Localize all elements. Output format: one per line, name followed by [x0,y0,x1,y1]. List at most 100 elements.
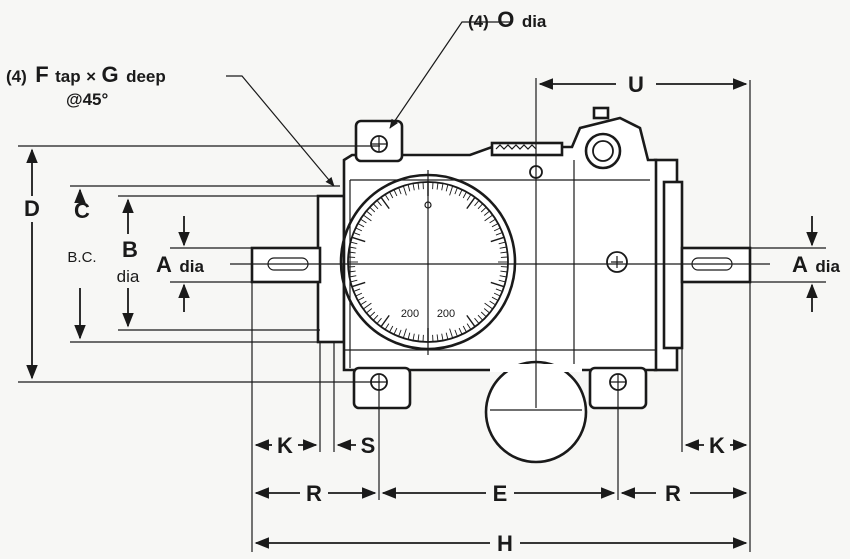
gearbox-housing [316,106,684,410]
dial-tick [412,183,415,191]
dial-tick [495,232,503,236]
dimension-lines [26,78,818,549]
dial-tick [372,314,379,321]
dial-tick [474,200,480,207]
callout-o-letter: O [497,7,514,32]
gear-rack [490,141,564,157]
right-shaft-body [680,246,752,284]
labels: (4) O dia (4) F tap × G deep @45° D C B.… [6,7,840,556]
left-shaft-body [250,246,322,284]
extension-lines [18,78,826,552]
dial-tick [483,210,490,216]
dial-tick [412,333,415,341]
dial-tick [357,223,365,228]
dial-tick [357,296,365,301]
dial-tick [348,251,356,254]
left-shaft [250,246,322,284]
dial-tick [454,187,458,195]
dim-label-d: D [24,196,40,221]
dial-tick [417,334,420,342]
dial-tick [380,314,390,328]
bolt-holes [370,135,628,391]
dim-label-k-right: K [709,433,725,458]
dim-label-s: S [361,433,376,458]
callout-f-letter: F [35,62,48,87]
dial-tick [355,227,363,232]
dial-tick [462,191,467,199]
dial-tick [384,323,390,330]
dim-label-a-right-letter: A [792,252,808,277]
dial-tick [477,203,484,210]
callout-f-angle: @45° [66,90,108,109]
dial-tick [449,185,454,196]
callout-f-suffix: deep [126,67,166,86]
dial-tick [466,323,472,330]
dial-tick [363,214,372,222]
dial-tick [498,241,506,245]
dial-tick [398,187,402,195]
dial-tick [369,311,376,318]
housing-body [342,116,658,372]
callout-o-qty: (4) [468,12,489,31]
dial-tick [490,236,505,243]
callout-o-dia: (4) O dia [468,7,547,32]
dial-tick [484,214,493,222]
dial-tick [483,308,490,314]
dim-label-b: B [122,237,138,262]
dial-tick [477,314,484,321]
dial-tick [351,281,366,288]
dial-tick [458,189,463,197]
dial-tick [499,246,507,249]
dial-tick [491,296,499,301]
dial-tick [393,327,398,335]
dial-tick [466,194,472,201]
dial-tick [389,191,394,199]
dial-tick [360,218,367,224]
dial-tick [350,279,358,283]
dial-tick [490,281,505,288]
dial-tick [348,270,356,273]
callout-f-times: × [86,67,96,86]
dim-label-a-right: A dia [792,252,840,277]
leader-lines [226,21,510,187]
dim-label-a-left-dia: dia [179,257,204,276]
dial-tick [407,332,411,340]
top-boss [584,132,622,170]
dial-tick [445,184,449,192]
dial-tick [402,185,407,196]
callout-f-letter2: G [101,62,118,87]
dial-tick [372,203,379,210]
dim-label-e: E [493,481,508,506]
dial-tick [380,196,390,210]
dial-tick [402,328,407,339]
dial-tick [417,182,420,190]
callout-o-suffix: dia [522,12,547,31]
dial-tick [474,317,480,324]
dial-tick [500,251,508,254]
dial-tick [458,327,463,335]
callout-f-tap: (4) F tap × G deep [6,62,166,87]
bottom-left-ear [352,366,412,410]
dial-tick [466,314,476,328]
dial-tick [466,196,476,210]
dial-tick [499,275,507,278]
dial-tick [353,288,361,292]
dim-label-c: C [74,198,90,223]
dial-tick [350,241,358,245]
dial-tick [480,206,487,213]
dim-label-h: H [497,531,513,556]
dim-label-r-left: R [306,481,322,506]
dial-tick [366,210,373,216]
dial-tick [454,329,458,337]
dim-label-bc: B.C. [67,249,96,266]
dial-tick [407,184,411,192]
dim-label-b-dia: dia [117,267,140,286]
dial-tick [349,275,357,278]
dial-tick [436,334,439,342]
dial-tick [441,183,444,191]
dial-tick [480,311,487,318]
dial-tick [493,227,501,232]
dial-label-left: 200 [401,308,419,320]
callout-f-mid: tap [55,67,81,86]
dial-tick [436,182,439,190]
